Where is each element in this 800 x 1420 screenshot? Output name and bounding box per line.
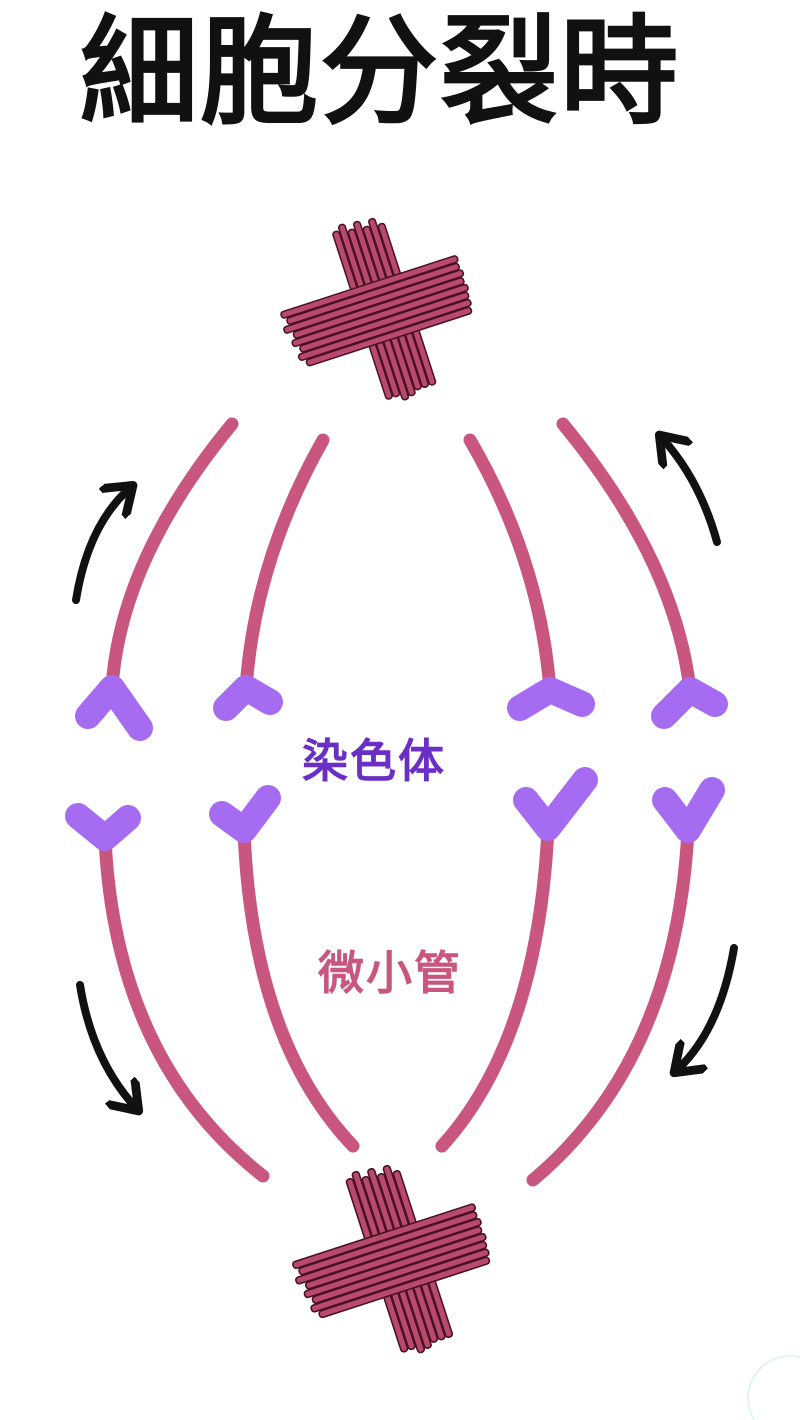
- microtubule-lower-2: [237, 823, 360, 1153]
- chromosome-lower-1: [65, 803, 141, 851]
- chromosome-lower-3: [513, 767, 598, 841]
- chromosome-lower-2: [209, 785, 281, 843]
- chromosome-label: 染色体: [302, 734, 446, 788]
- microtubule-lower-4: [526, 823, 695, 1187]
- microtubule-lower-1: [98, 831, 270, 1183]
- corner-circle-icon: [747, 1355, 800, 1420]
- microtubule-upper-1: [105, 417, 239, 695]
- chromosome-upper-3: [507, 677, 595, 721]
- chromosome-upper-4: [651, 677, 728, 729]
- curved-arrow-icon-upper-left: [72, 488, 130, 604]
- microtubule-upper-4: [556, 417, 697, 697]
- chromosome-lower-4: [652, 777, 725, 843]
- curved-arrow-icon-lower-left: [76, 981, 136, 1108]
- microtubule-label: 微小管: [318, 946, 462, 1000]
- page-title: 細胞分裂時: [80, 3, 681, 141]
- microtubule-upper-3: [463, 433, 557, 697]
- chromosome-upper-2: [213, 675, 283, 721]
- microtubule-lower-3: [435, 821, 555, 1153]
- centrosome-top: [257, 192, 496, 430]
- centrosome-bottom: [268, 1138, 515, 1384]
- microtubule-upper-2: [239, 433, 330, 695]
- curved-arrow-icon-lower-right: [677, 944, 738, 1070]
- chromosome-upper-1: [75, 675, 153, 741]
- curved-arrow-icon-upper-right: [662, 438, 721, 546]
